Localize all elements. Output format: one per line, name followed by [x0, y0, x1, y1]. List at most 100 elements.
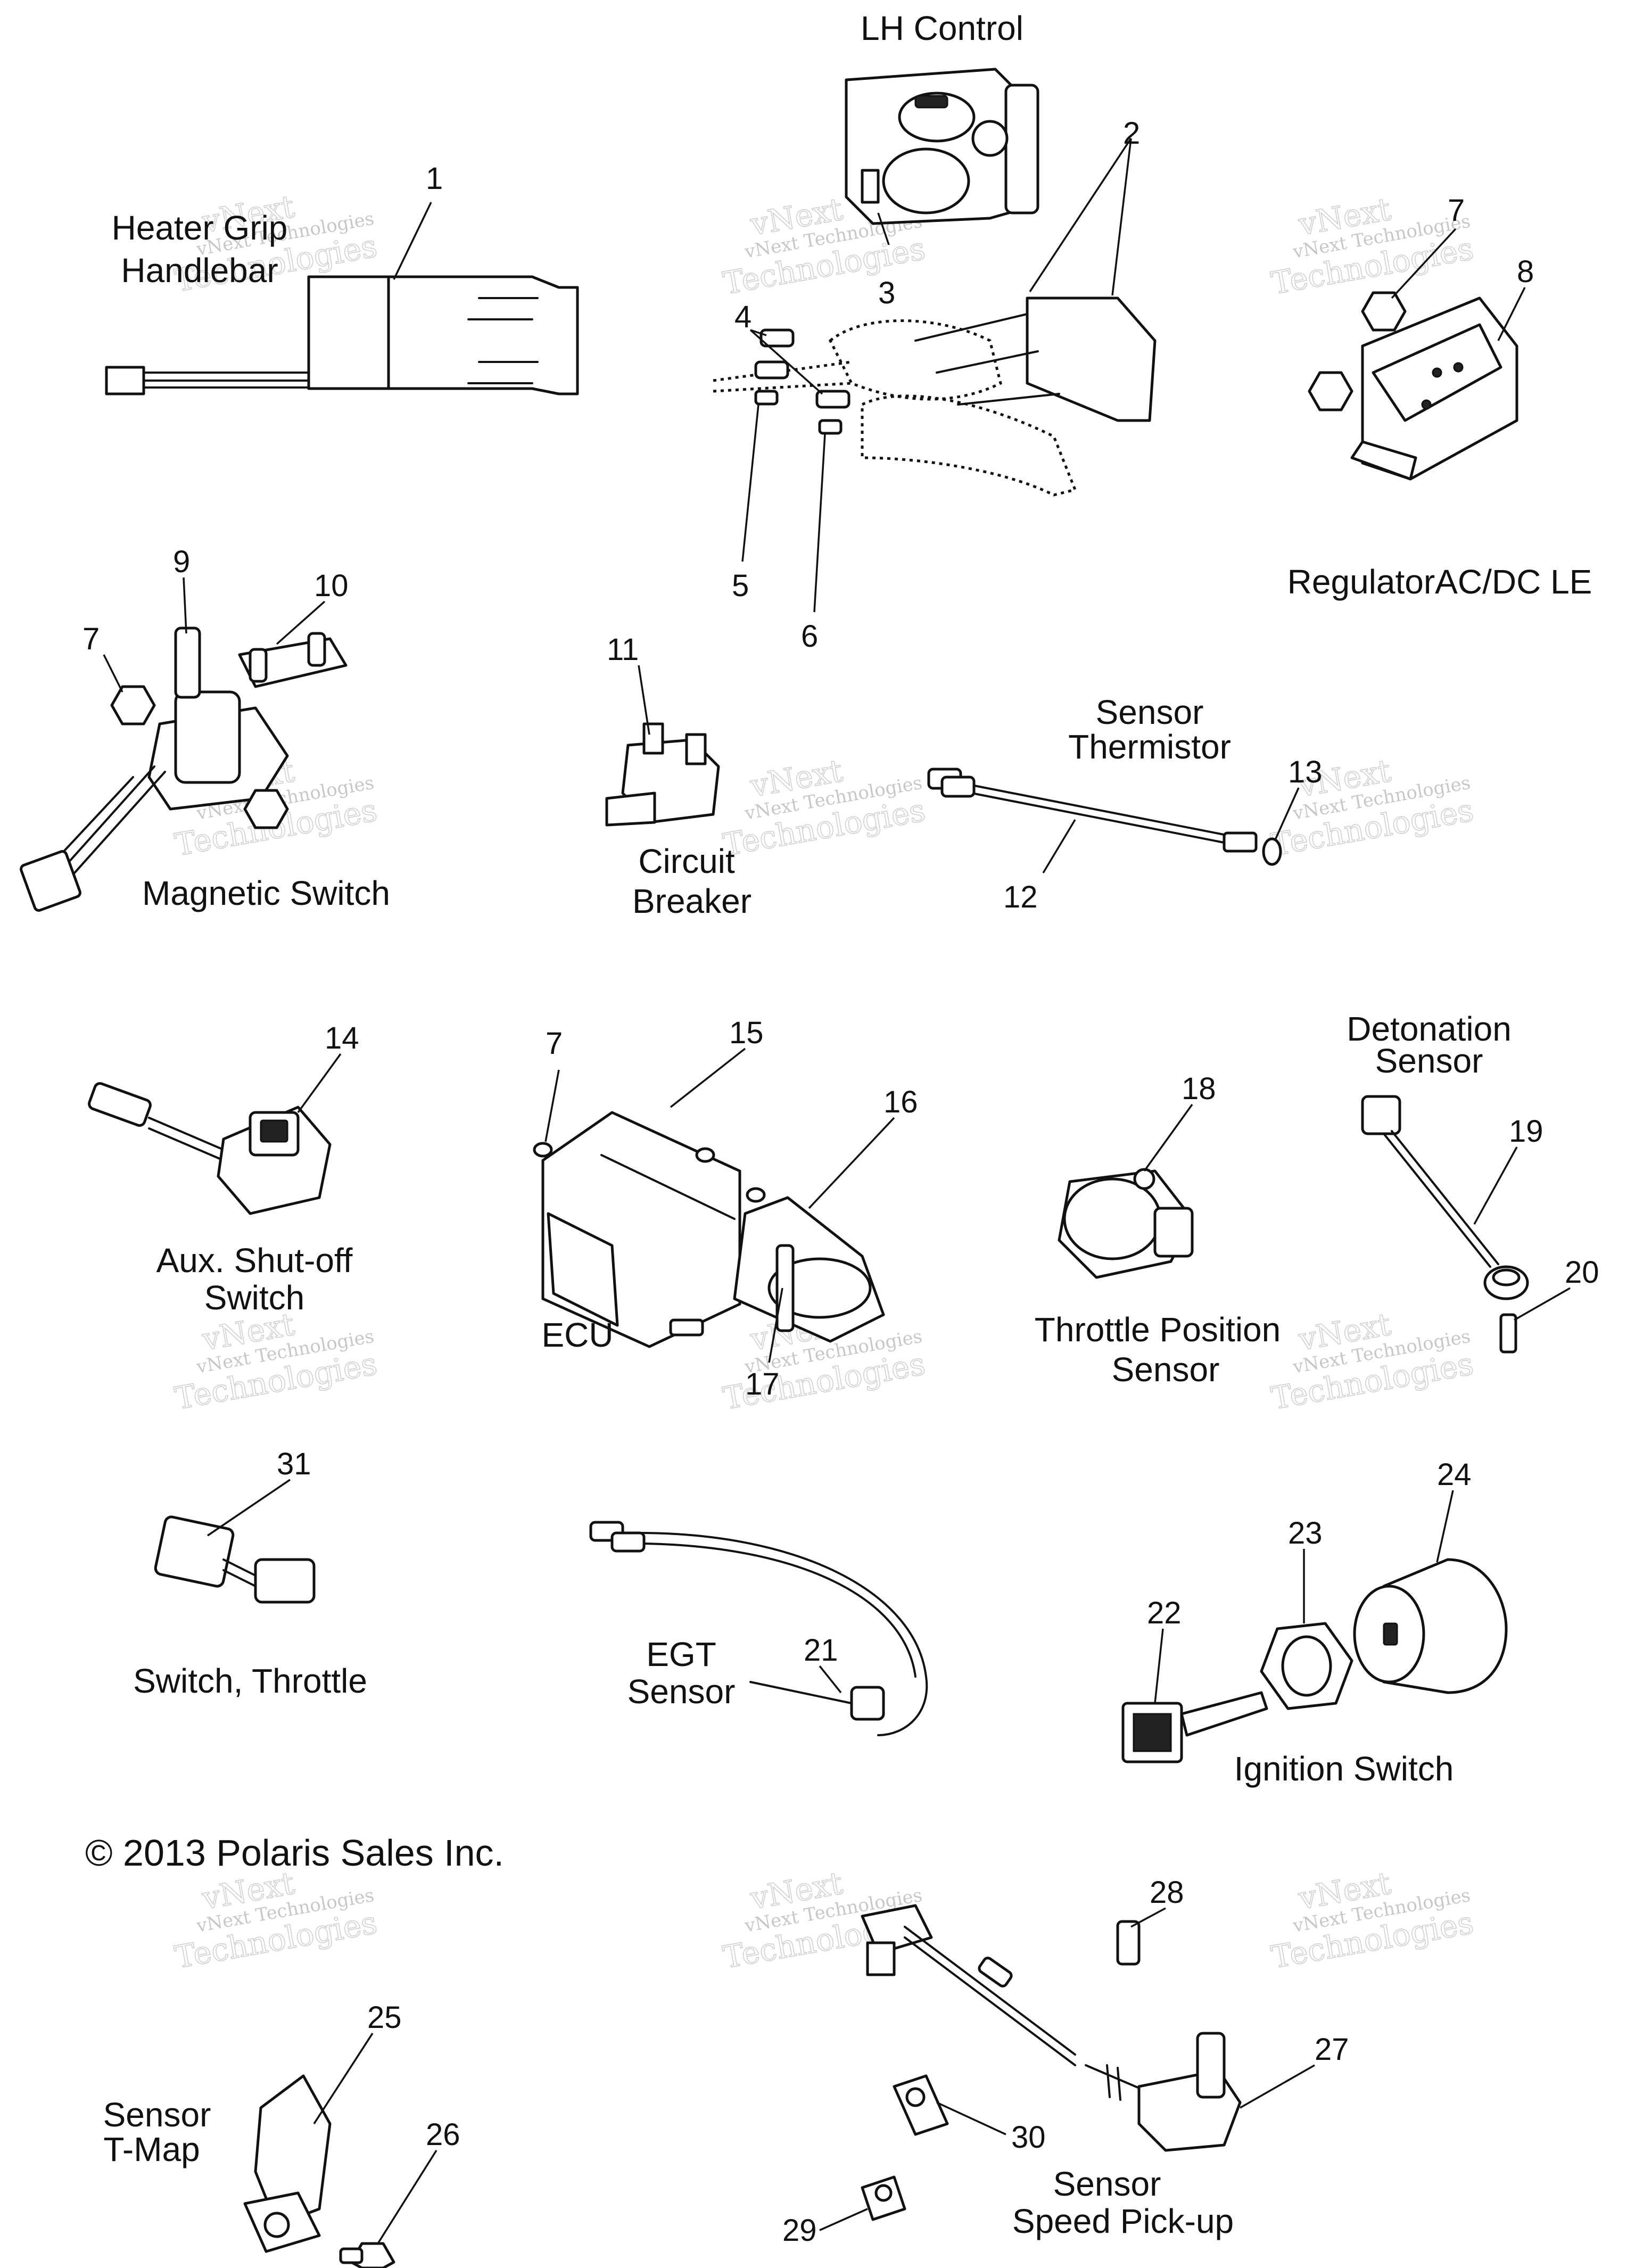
washer-13-shape: [1262, 837, 1282, 866]
part-labels: LH Control Heater Grip Handlebar Regulat…: [85, 9, 1592, 2240]
throttle-switch-connector-shape: [254, 1558, 316, 1604]
callout-17: 17: [745, 1367, 780, 1401]
callout-27: 27: [1315, 2032, 1349, 2067]
leader-line: [377, 2150, 437, 2244]
grip-wire-shape: [127, 372, 310, 389]
label-regulator: RegulatorAC/DC LE: [1287, 563, 1592, 601]
watermark: vNext vNext Technologies Technologies: [1268, 191, 1476, 302]
lh-control-side-shape: [1004, 84, 1039, 215]
grip-connector-shape: [105, 366, 145, 395]
callout-29: 29: [782, 2213, 817, 2248]
callout-21: 21: [804, 1633, 838, 1668]
label-speed-pickup: Speed Pick-up: [1012, 2202, 1234, 2240]
callout-11: 11: [607, 632, 639, 667]
callout-numbers: 1 2 3 4 5 6 7 8 9 10 7 11 12 13 14 7 15 …: [82, 116, 1599, 2248]
grip-body-shape: [307, 275, 390, 390]
bolt-20-shape: [1499, 1313, 1517, 1354]
nut-shape: [1308, 371, 1353, 411]
callout-12: 12: [1003, 880, 1038, 914]
label-ignition-switch: Ignition Switch: [1234, 1750, 1454, 1788]
ignition-key-blade-shape: [1180, 1691, 1268, 1737]
label-tmap: T-Map: [103, 2130, 200, 2168]
lh-control-button-shape: [882, 147, 970, 215]
screw-4a-shape: [759, 328, 795, 348]
watermark: vNext vNext Technologies Technologies: [720, 752, 928, 863]
nut-shape: [243, 789, 289, 829]
leader-lines: [749, 329, 823, 395]
thermistor-tip-shape: [1223, 831, 1258, 853]
part-switch-throttle: [154, 1479, 316, 1604]
leader-line: [1473, 1147, 1518, 1225]
egt-fitting-shape: [850, 1686, 885, 1721]
aux-wire-shape: [148, 1117, 225, 1161]
leader-line: [393, 202, 432, 280]
ecu-connector-shape: [547, 1212, 619, 1327]
speed-bracket-tab-shape: [866, 1941, 896, 1976]
label-egt-sensor: Sensor: [627, 1672, 736, 1711]
det-connector-shape: [1361, 1095, 1401, 1135]
part-egt-sensor: [589, 1521, 928, 1736]
ecu-edge-shape: [600, 1154, 736, 1220]
leader-line: [183, 577, 187, 634]
mag-switch-post-shape: [174, 626, 201, 699]
tps-mount-shape: [1133, 1168, 1155, 1190]
grip-ribs-shape: [467, 297, 539, 384]
watermark: vNext vNext Technologies Technologies: [1268, 1306, 1476, 1417]
leader-line: [1274, 787, 1300, 842]
callout-31: 31: [277, 1447, 311, 1481]
leader-line: [103, 654, 123, 692]
leader-line: [936, 2101, 1006, 2135]
leader-line: [1143, 1103, 1193, 1172]
watermark-group: vNext vNext Technologies Technologies vN…: [172, 188, 1476, 1976]
leader-line: [297, 1053, 342, 1114]
part-ecu: [533, 1048, 895, 1363]
mag-switch-body-shape: [174, 690, 241, 784]
lh-control-detail-shape: [914, 95, 948, 109]
callout-19: 19: [1509, 1114, 1543, 1149]
nut-shape: [746, 1187, 766, 1203]
leader-line: [741, 404, 759, 562]
thermistor-wire-shape: [957, 781, 1231, 845]
part-heater-grip: [105, 202, 579, 395]
circuit-breaker-tab-shape: [605, 791, 656, 827]
tmap-body-shape: [254, 2074, 332, 2226]
label-switch-throttle: Switch, Throttle: [133, 1662, 367, 1700]
part-circuit-breaker: [605, 665, 720, 827]
exploded-guide-lines: [914, 313, 1060, 406]
label-handlebar: Handlebar: [121, 251, 278, 290]
label-magnetic-switch: Magnetic Switch: [142, 874, 390, 912]
throttle-switch-body-shape: [154, 1515, 235, 1588]
part-lh-control: [713, 68, 1157, 613]
callout-8: 8: [1517, 254, 1534, 289]
lh-control-back-shape: [1026, 296, 1157, 422]
callout-25: 25: [367, 2000, 402, 2035]
watermark: vNext vNext Technologies Technologies: [1268, 1865, 1476, 1976]
bracket-post-shape: [249, 648, 268, 683]
leader-line: [813, 433, 826, 613]
screw-17-shape: [775, 1244, 795, 1332]
label-thermistor: Thermistor: [1068, 728, 1231, 766]
label-speed-sensor: Sensor: [1053, 2165, 1161, 2203]
terminal-shape: [642, 722, 664, 755]
nut-7-shape: [533, 1142, 553, 1158]
label-aux-shutoff: Aux. Shut-off: [156, 1241, 353, 1280]
speed-break-shape: [1106, 2064, 1121, 2101]
copyright-text: © 2013 Polaris Sales Inc.: [85, 1832, 504, 1874]
callout-26: 26: [426, 2117, 460, 2152]
leader-line: [207, 1479, 291, 1537]
part-ignition-switch: [1121, 1490, 1508, 1763]
mag-switch-connector-shape: [20, 850, 81, 912]
leader-lines: [877, 138, 1132, 296]
egt-plug-shape: [610, 1531, 646, 1553]
callout-4: 4: [734, 300, 752, 334]
label-tps-sensor: Sensor: [1112, 1350, 1220, 1389]
terminal-shape: [685, 733, 707, 765]
callout-5: 5: [732, 568, 749, 603]
part-throttle-position-sensor: [1058, 1103, 1194, 1279]
callout-7: 7: [82, 622, 100, 656]
lh-control-tab-shape: [861, 169, 880, 204]
callout-2: 2: [1123, 116, 1140, 151]
speed-sensor-stem-shape: [1196, 2032, 1226, 2099]
bolt-28-shape: [1116, 1920, 1141, 1966]
nut-7-shape: [110, 685, 156, 725]
